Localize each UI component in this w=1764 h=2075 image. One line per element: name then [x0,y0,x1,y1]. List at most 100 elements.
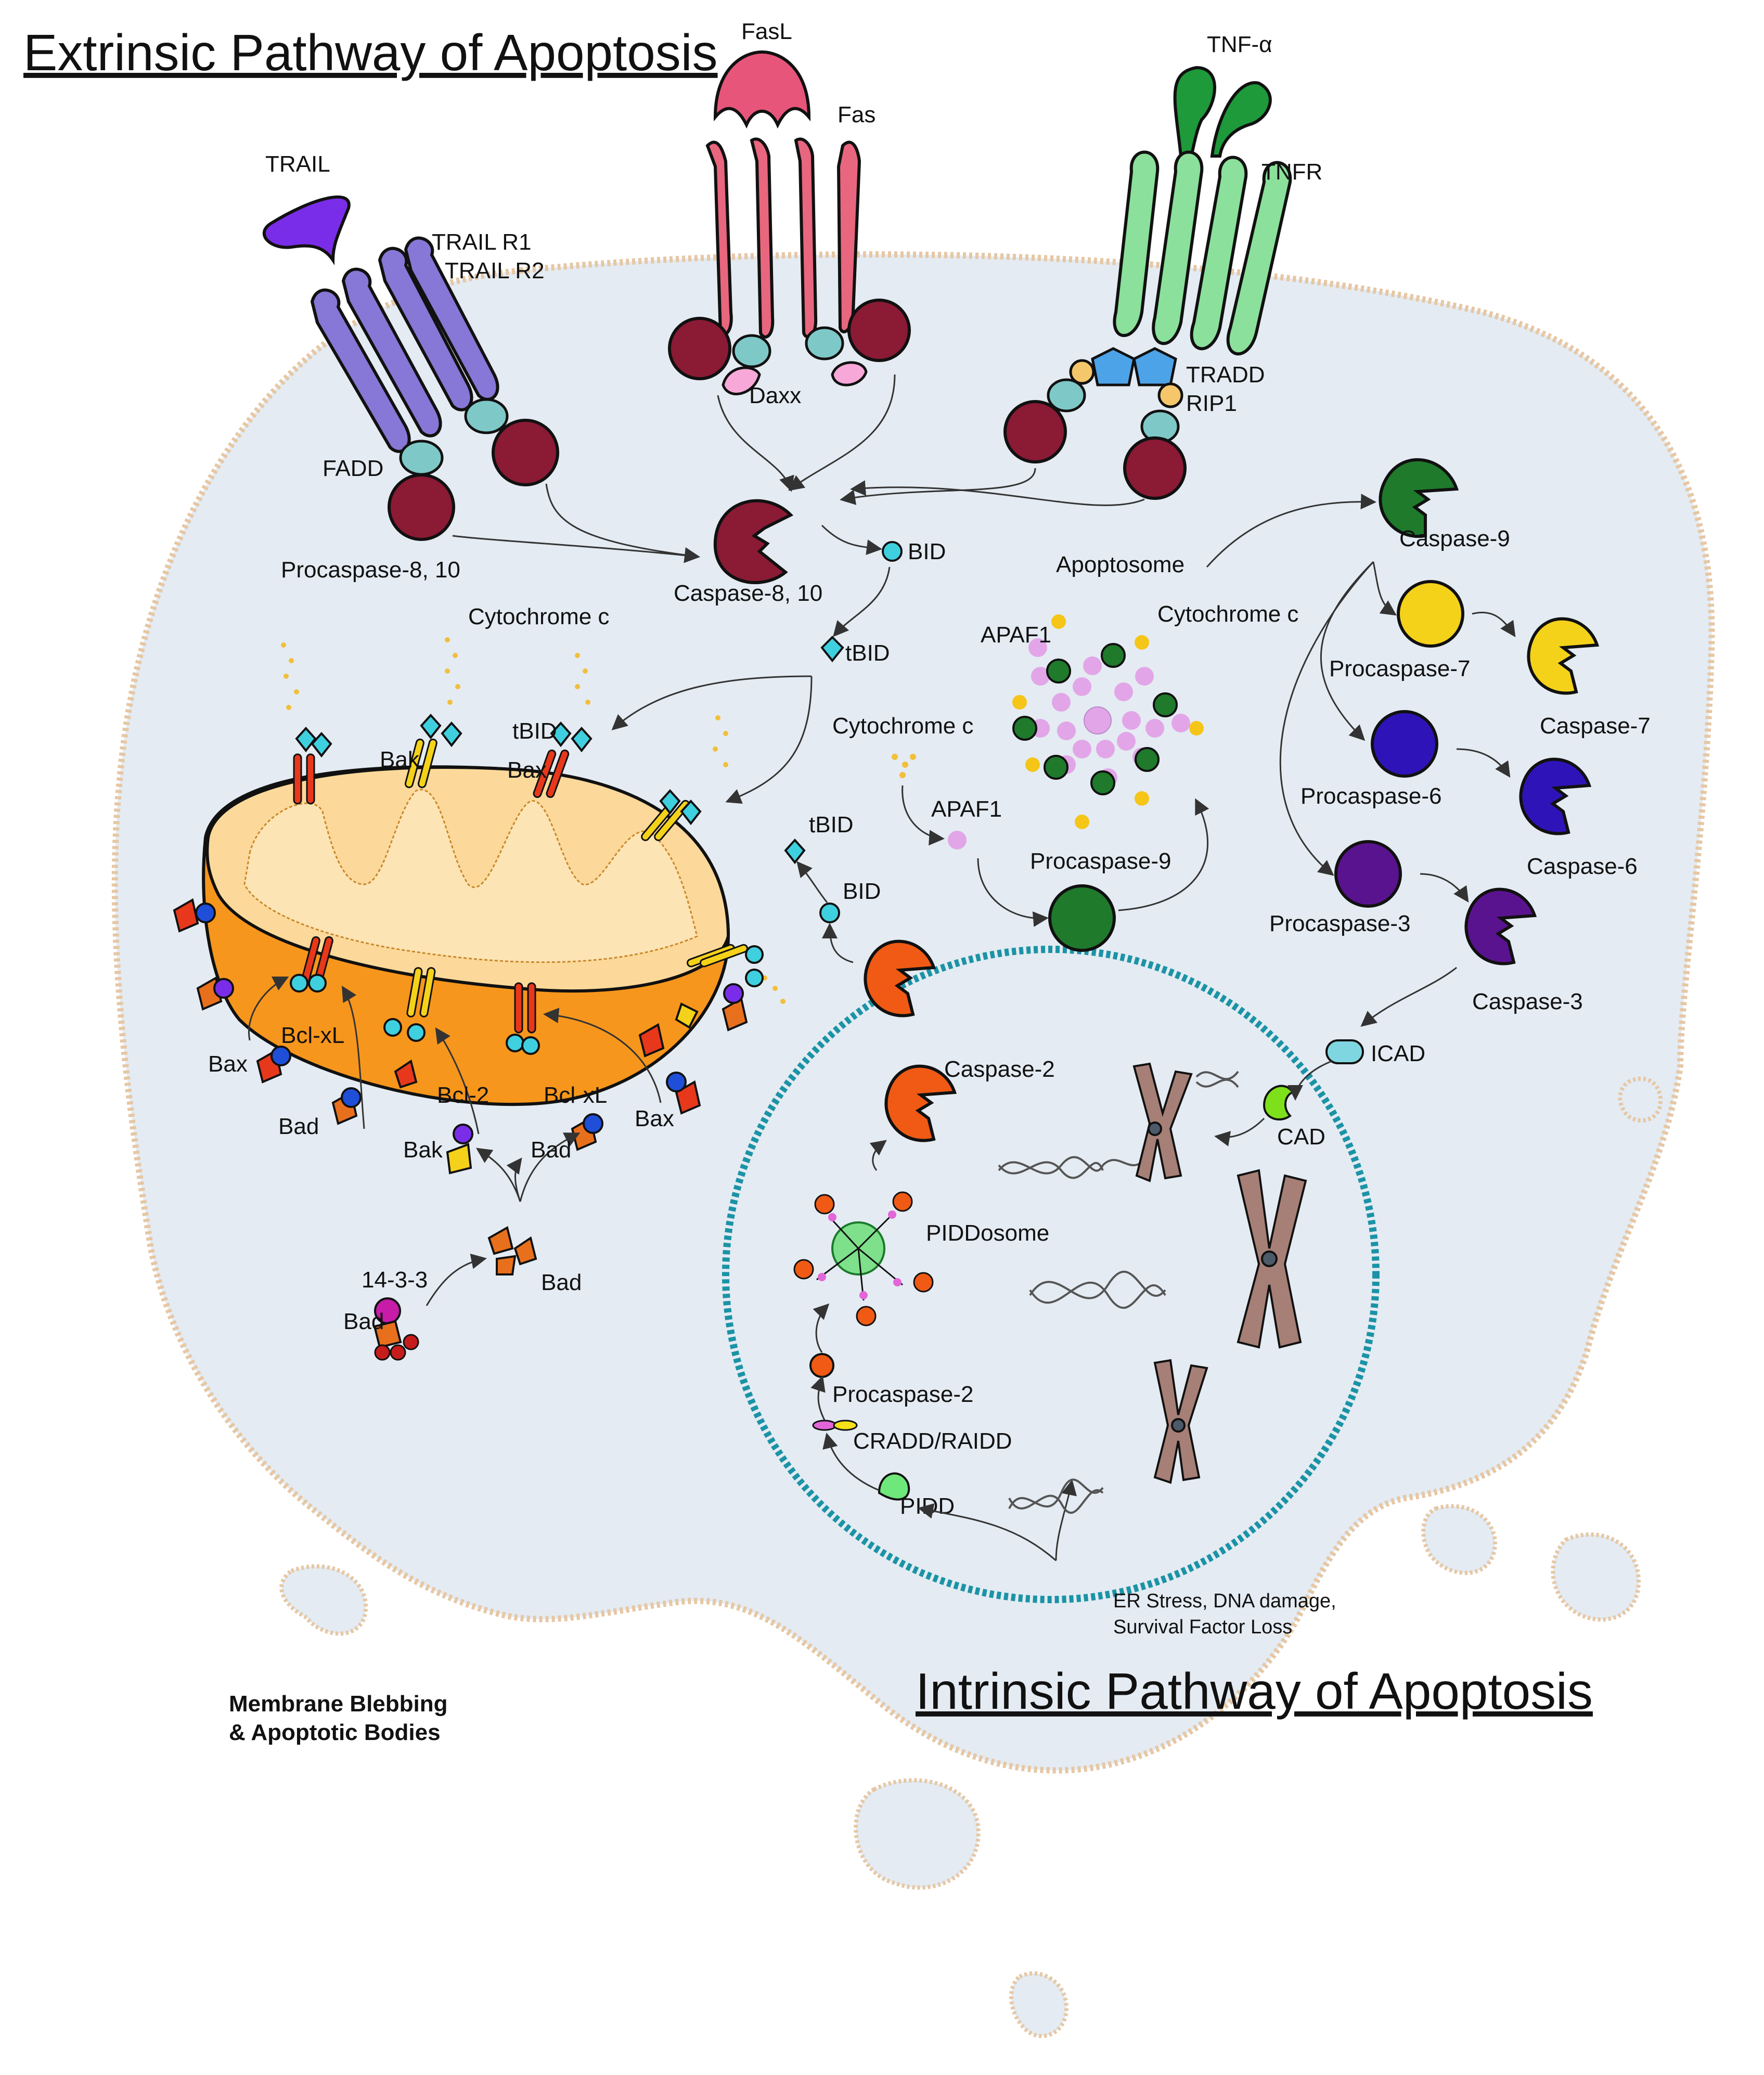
procaspase-8-fas-right [847,299,911,362]
apaf1-top-label: APAF1 [981,622,1051,648]
tradd-left [1091,347,1136,386]
procaspase-9 [1048,884,1116,952]
caspase-cascade-arrows [1206,494,1516,1027]
tnfr-label: TNFR [1261,159,1322,185]
procaspase-2 [809,1353,834,1378]
bid-arrows [611,524,891,804]
bid-top-label: BID [908,539,946,564]
trail-r2-label: TRAIL R2 [445,258,545,283]
tnf-alpha-ligand [1173,66,1272,158]
bak-bottom-label: Bak [403,1137,443,1163]
cyto-c-mid-label: Cytochrome c [832,713,973,739]
caspase-7-active [1527,617,1600,695]
apaf1-mid [948,831,967,849]
icad-label: ICAD [1371,1041,1425,1066]
procaspase-8-tnfr-right [1123,436,1187,500]
p1433-label: 14-3-3 [362,1267,428,1293]
cyto-c-apoptosome-label: Cytochrome c [1157,601,1298,627]
icad [1325,1039,1364,1064]
stress-label-2: Survival Factor Loss [1113,1616,1292,1638]
intrinsic-title: Intrinsic Pathway of Apoptosis [916,1662,1593,1720]
procaspase-6 [1371,710,1438,778]
trail-receptor [310,236,499,453]
bid-top [882,541,903,562]
daxx-label: Daxx [749,383,801,408]
bleb-6 [1009,1971,1069,2039]
tbid-mid-label: tBID [809,812,854,837]
bcl-xl-right-label: Bcl-xL [544,1082,607,1108]
apoptosome-wheel [1012,614,1204,829]
procaspase-3 [1334,840,1402,908]
bleb-5 [1618,1076,1663,1123]
bad-free-label: Bad [541,1270,582,1295]
bax-top-label: Bax [507,757,547,783]
trail-ligand [262,195,351,265]
caspase-6-active [1519,757,1592,835]
bak-top-label: Bak [380,747,420,772]
mito-arrows [248,976,662,1202]
procaspase-3-label: Procaspase-3 [1269,911,1410,936]
procaspase-8-10-label: Procaspase-8, 10 [281,557,460,583]
fadd-trail-left [399,440,444,476]
fadd-label: FADD [323,456,383,481]
caspase-8-10-active [713,499,794,584]
bad-free [487,1226,537,1275]
caspase-3-label: Caspase-3 [1472,989,1583,1014]
procaspase-8-trail-right [492,419,559,486]
tbid-top-label: tBID [845,640,890,666]
bid-mid [819,903,840,923]
bad-release-arrow [426,1254,487,1306]
apaf1-mid-label: APAF1 [931,796,1002,822]
bleb-4 [1551,1532,1641,1622]
stress-label-1: ER Stress, DNA damage, [1113,1590,1336,1612]
bid-mid-label: BID [843,879,881,904]
bcl-proteins [173,898,748,1175]
mitochondrion [202,765,730,1106]
cad-label: CAD [1277,1124,1325,1150]
bak-bax-pores [293,738,749,1034]
fadd-fas-left [732,334,771,368]
procaspase-8-fas-left [668,317,731,380]
piddosome-label: PIDDosome [926,1220,1049,1246]
tradd-right [1132,347,1177,386]
daxx-right [831,361,868,386]
bcl-2-label: Bcl-2 [437,1082,489,1108]
blebbing-label-2: & Apoptotic Bodies [229,1720,441,1745]
bcl-xl-left-label: Bcl-xL [281,1023,344,1048]
cradd-label: CRADD/RAIDD [853,1428,1012,1454]
nucleus [722,946,1380,1603]
procaspase-6-label: Procaspase-6 [1301,783,1441,809]
rip1-left [1069,359,1095,385]
bad-bottom-label: Bad [531,1137,571,1163]
bleb-2 [854,1778,981,1890]
pidd-label: PIDD [900,1493,955,1519]
tnfr-receptor [1113,150,1292,356]
tbid-on-pores [290,714,764,1055]
fasl-label: FasL [741,19,792,44]
procaspase-7 [1397,580,1464,648]
apoptotic-bodies [279,1076,1663,2039]
fadd-tnfr-left [1047,378,1086,413]
tbid-mito-label: tBID [512,718,557,744]
tnf-alpha-label: TNF-α [1207,32,1272,57]
bid-mid-arrows [796,861,854,963]
tbid-top [820,636,844,663]
cyto-c-dots-mid [892,754,916,778]
cyto-c-release-dots [281,637,786,1004]
procaspase-7-label: Procaspase-7 [1329,656,1470,681]
fasl-ligand [713,50,811,129]
rip1-right [1157,382,1183,408]
caspase-9-active [1379,458,1459,538]
procaspase-9-label: Procaspase-9 [1030,848,1171,874]
pidd [878,1472,910,1501]
cyto-c-mito-label: Cytochrome c [468,604,609,629]
trail-label: TRAIL [265,151,330,177]
cradd-raidd [812,1420,858,1431]
caspase-2-nucleus [884,1064,957,1142]
fas-label: Fas [838,102,875,127]
phospho-groups [374,1334,419,1361]
bax-left-label: Bax [208,1051,248,1077]
caspase-2-label: Caspase-2 [944,1056,1055,1082]
bax-right-label: Bax [635,1106,674,1131]
blebbing-label-1: Membrane Blebbing [229,1691,448,1717]
